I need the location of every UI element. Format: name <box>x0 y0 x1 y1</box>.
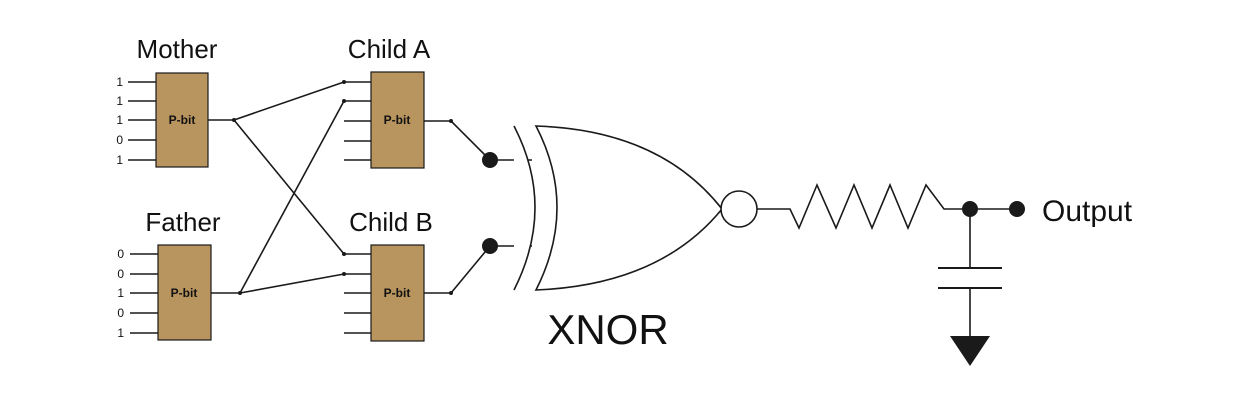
child-b-pbit-text: P-bit <box>384 286 411 300</box>
wire-mother-to-child-a <box>233 81 345 121</box>
mother-input-5: 1 <box>116 153 123 167</box>
junction-child-b-in2 <box>342 272 346 276</box>
xnor-extra-curve <box>513 125 536 291</box>
wire-mother-to-child-b <box>233 119 345 255</box>
child-a-label: Child A <box>348 34 431 64</box>
junction-child-a-in1 <box>342 80 346 84</box>
mother-input-2: 1 <box>116 94 123 108</box>
wire-child-b-to-xnor <box>450 245 491 294</box>
wire-father-to-child-b <box>239 273 345 294</box>
resistor <box>757 182 1017 231</box>
junction-mother-out <box>232 118 236 122</box>
capacitor <box>938 209 1002 336</box>
junction-father-out <box>238 291 242 295</box>
father-pbit-text: P-bit <box>171 286 198 300</box>
father-input-5: 1 <box>117 326 124 340</box>
xnor-gate <box>513 125 758 291</box>
mother-input-1: 1 <box>116 75 123 89</box>
junction-child-b-in1 <box>342 252 346 256</box>
child-a-pbit-text: P-bit <box>384 113 411 127</box>
father-pbit: P-bit 0 0 1 0 1 <box>117 244 240 341</box>
child-a-pbit-block <box>370 71 425 169</box>
mother-label: Mother <box>137 34 218 64</box>
junction-points <box>232 80 453 295</box>
child-b-pbit-block <box>370 244 425 342</box>
output-terminal-node <box>1009 201 1025 217</box>
mother-pbit: P-bit 1 1 1 0 1 <box>116 72 234 168</box>
mother-pbit-text: P-bit <box>169 113 196 127</box>
xnor-input-node-a <box>482 152 498 168</box>
father-label: Father <box>145 207 220 237</box>
xnor-inverter-bubble <box>720 190 758 228</box>
mother-pbit-block <box>155 72 209 168</box>
father-input-2: 0 <box>117 267 124 281</box>
ground-symbol <box>950 336 990 366</box>
wire-father-to-child-a <box>239 100 345 294</box>
child-a-pbit: P-bit <box>344 71 451 169</box>
output-label: Output <box>1042 195 1133 228</box>
xnor-input-node-b <box>482 238 498 254</box>
father-input-4: 0 <box>117 306 124 320</box>
child-b-label: Child B <box>349 207 433 237</box>
xnor-label: XNOR <box>547 306 668 353</box>
father-input-1: 0 <box>117 247 124 261</box>
mother-input-3: 1 <box>116 113 123 127</box>
wire-child-a-to-xnor <box>450 120 491 161</box>
father-input-3: 1 <box>117 286 124 300</box>
mother-input-4: 0 <box>116 133 123 147</box>
xnor-body <box>534 125 724 291</box>
junction-child-a-in2 <box>342 99 346 103</box>
child-b-pbit: P-bit <box>344 244 451 342</box>
